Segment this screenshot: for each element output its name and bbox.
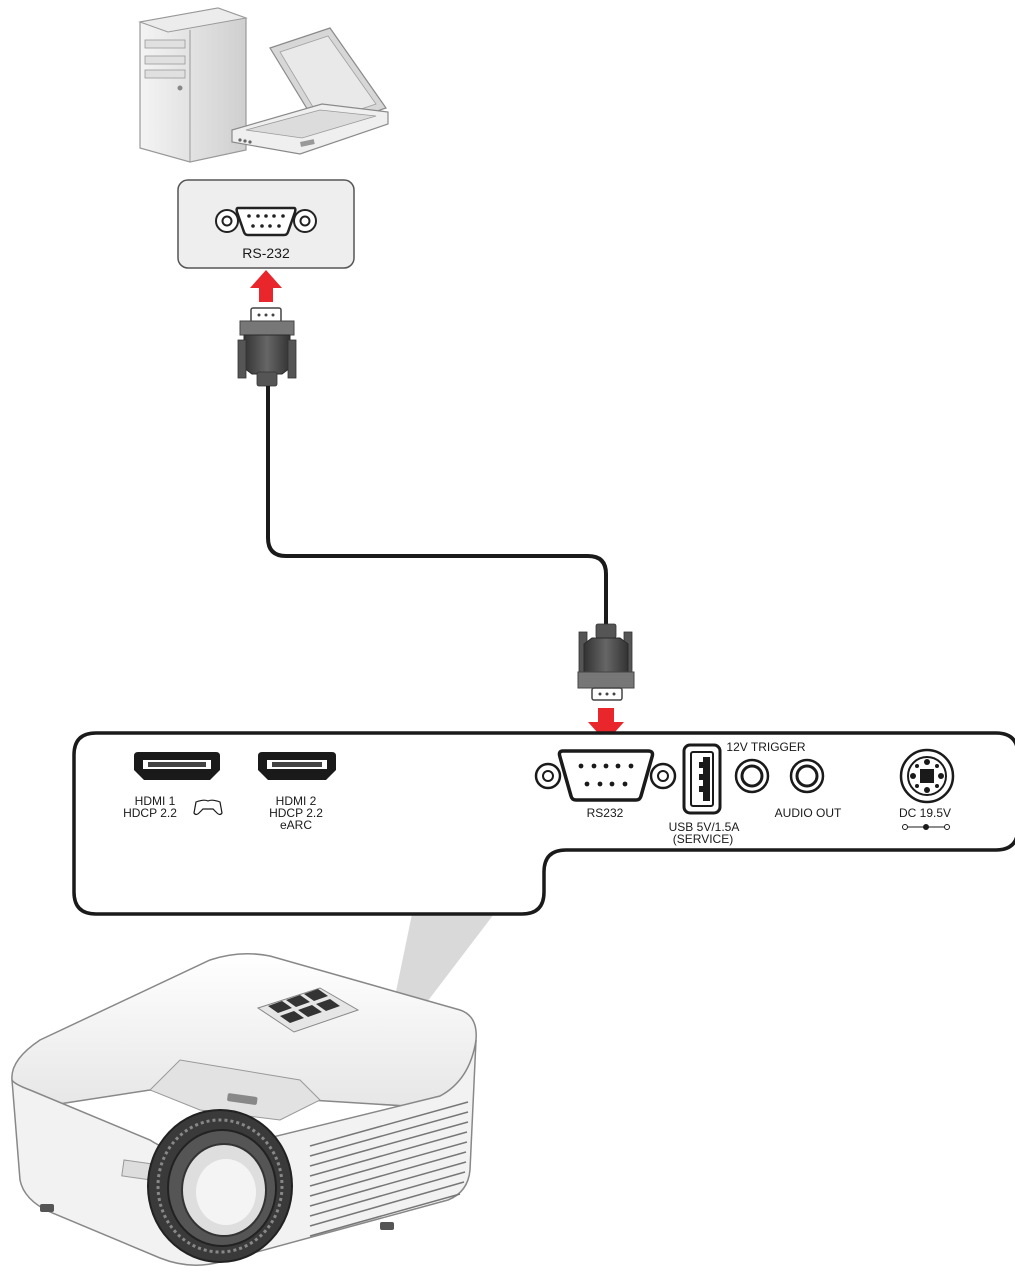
hdmi1-hdcp-label: HDCP 2.2 [123, 806, 177, 820]
hdmi2-label: HDMI 2 [276, 794, 317, 808]
audio-jack-icon [734, 758, 770, 794]
rs232-cable [266, 386, 608, 624]
projector-lens [147, 1109, 293, 1263]
db9-connector-icon [577, 623, 635, 701]
db9-connector-icon [237, 307, 297, 387]
hdmi2-hdcp-label: HDCP 2.2 [269, 806, 323, 820]
laptop-icon [231, 27, 389, 155]
audio-jack-icon [789, 758, 825, 794]
computer-rs232-label: RS-232 [242, 245, 290, 261]
hdmi2-earc-label: eARC [280, 818, 312, 832]
hdmi-port-icon [258, 752, 336, 780]
rs232-label: RS232 [587, 806, 624, 820]
usb-service-label: (SERVICE) [673, 832, 733, 846]
polarity-icon [902, 824, 950, 830]
arrow-up-icon [250, 270, 282, 302]
db9-port-icon [534, 749, 677, 802]
db9-port-icon [215, 206, 317, 237]
dc-label: DC 19.5V [899, 806, 951, 820]
desktop-tower-icon [138, 7, 248, 163]
hdmi-port-icon [134, 752, 220, 780]
projector [11, 953, 477, 1266]
usb-port-icon [682, 743, 722, 815]
gamepad-icon [193, 799, 223, 816]
audio-out-label: AUDIO OUT [775, 806, 842, 820]
dc-power-icon [899, 748, 955, 804]
hdmi1-label: HDMI 1 [135, 794, 176, 808]
usb-label: USB 5V/1.5A [669, 820, 740, 834]
arrow-down-icon [588, 708, 624, 742]
computer-port-box: RS-232 [177, 179, 355, 269]
trigger-label: 12V TRIGGER [726, 740, 805, 754]
